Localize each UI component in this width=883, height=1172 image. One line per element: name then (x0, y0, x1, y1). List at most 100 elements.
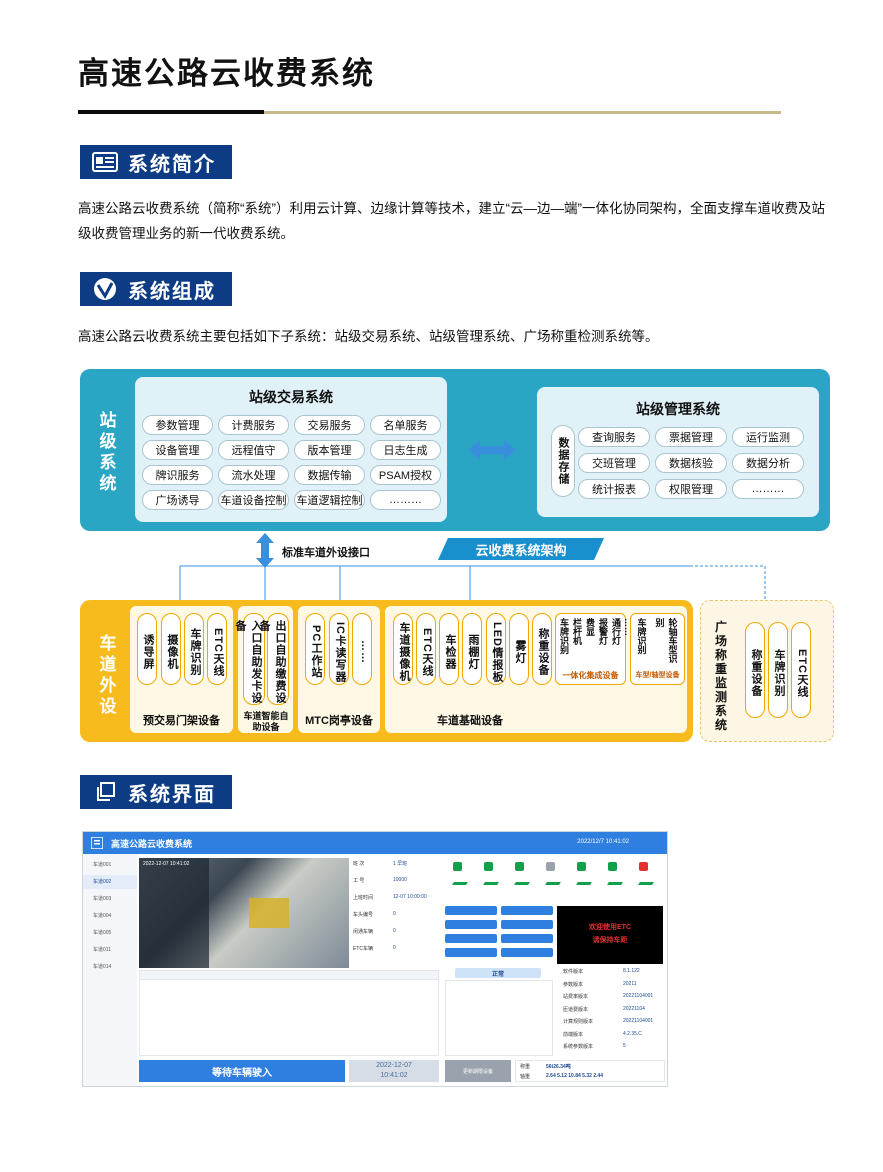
section-heading-ui: 系统界面 (80, 775, 232, 809)
section-heading-text: 系统组成 (128, 280, 216, 303)
control-button[interactable] (501, 920, 553, 929)
sidebar-lane-item[interactable]: 车道005 (93, 930, 112, 936)
version-key: 系统参数版本 (563, 1044, 594, 1050)
control-button[interactable] (445, 906, 497, 915)
trade-item: 车道设备控制 (218, 490, 289, 510)
info-value: 10000 (393, 877, 407, 883)
status-bar-icon (483, 882, 499, 885)
sidebar-lane-item[interactable]: 车道011 (93, 947, 111, 953)
section-heading-intro: 系统简介 (80, 145, 232, 179)
version-value: 5 (623, 1043, 626, 1049)
trade-item: PSAM授权 (370, 465, 441, 485)
trade-item: 牌识服务 (142, 465, 213, 485)
status-icon (577, 862, 586, 871)
info-key: 车头编号 (353, 912, 374, 918)
integrated-device-box: 车牌识别栏杆机费显报警灯通行灯…… 一体化集成设备 (555, 613, 633, 685)
weigh-system-panel (700, 600, 834, 742)
mgmt-item: 统计报表 (578, 479, 650, 499)
section-heading-text: 系统简介 (128, 153, 216, 176)
wait-vehicle-button[interactable]: 等待车辆驶入 (139, 1060, 345, 1082)
control-button[interactable] (501, 948, 553, 957)
lane-device: PC工作站 (305, 613, 325, 685)
control-button[interactable] (501, 934, 553, 943)
bidirectional-arrow-icon (468, 440, 516, 460)
app-title: 高速公路云收费系统 (111, 839, 193, 849)
sidebar-lane-item[interactable]: 车道002 (83, 875, 137, 889)
lane-device: IC卡读写器 (329, 613, 349, 685)
section-heading-text: 系统界面 (128, 783, 216, 806)
control-button[interactable] (501, 906, 553, 915)
weight-info: 称重 56t26.34吨 轴重 2.64 5.12 10.84 5.32 2.4… (515, 1060, 665, 1082)
trade-item: 日志生成 (370, 440, 441, 460)
group-label: MTC岗亭设备 (305, 715, 373, 727)
version-value: 4.2.35.C (623, 1030, 642, 1037)
mgmt-item: 数据分析 (732, 453, 804, 473)
status-bar-icon (514, 882, 530, 885)
weigh-device: ETC天线 (791, 622, 811, 718)
mgmt-item: 查询服务 (578, 427, 650, 447)
status-bar-icon (607, 882, 623, 885)
status-bar-icon (638, 882, 654, 885)
version-key: 站费率版本 (563, 994, 589, 1000)
table-header (140, 971, 438, 980)
std-interface-label: 标准车道外设接口 (282, 547, 370, 559)
control-button[interactable] (445, 934, 497, 943)
lane-device: 车道摄像机 (393, 613, 413, 685)
sidebar-lane-item[interactable]: 车道014 (93, 964, 112, 970)
trade-item: 交易服务 (294, 415, 365, 435)
control-buttons[interactable] (445, 906, 555, 966)
menu-icon (91, 837, 103, 849)
control-button[interactable] (445, 948, 497, 957)
integrated-device-label: 一体化集成设备 (562, 671, 619, 680)
axle-weight-value: 2.64 5.12 10.84 5.32 2.44 (546, 1073, 603, 1079)
device-column: 费显 (585, 618, 595, 636)
mgmt-item: 运行监测 (732, 427, 804, 447)
mgmt-item: 权限管理 (655, 479, 727, 499)
event-log (445, 980, 553, 1056)
device-column: 通行灯 (611, 618, 621, 645)
info-value: 0 (393, 928, 396, 934)
status-icon (453, 862, 462, 871)
axle-device-label: 车型/轴型设备 (635, 672, 680, 679)
video-timestamp: 2022-12-07 10:41:02 (143, 861, 190, 867)
transaction-table (139, 970, 439, 1056)
update-device-button[interactable]: 更新期限设备 (445, 1060, 511, 1082)
logo-icon (92, 278, 118, 300)
trade-item: 车道逻辑控制 (294, 490, 365, 510)
info-value: 1 早班 (393, 861, 408, 867)
device-column: 车牌识别 (636, 618, 647, 654)
status-bar-icon (452, 882, 468, 885)
video-shadow (139, 858, 209, 968)
data-storage-box: 数据存储 (551, 425, 575, 497)
lane-device: …… (352, 613, 372, 685)
mgmt-item: 交班管理 (578, 453, 650, 473)
lane-device: 摄像机 (161, 613, 181, 685)
info-key: 班 次 (353, 861, 365, 867)
integrated-device-columns: 车牌识别栏杆机费显报警灯通行灯…… (556, 614, 633, 666)
group-label: 预交易门架设备 (143, 715, 220, 727)
lane-device: 入口自助发卡设备 (234, 613, 265, 705)
axle-device-box: 车牌识别轮轴车型识别 车型/轴型设备 (630, 613, 685, 685)
sidebar-lane-item[interactable]: 车道004 (93, 913, 112, 919)
lane-device: 车牌识别 (184, 613, 204, 685)
control-button[interactable] (445, 920, 497, 929)
led-line-2: 请保持车距 (592, 937, 628, 944)
info-key: 上班时间 (353, 895, 374, 901)
mgmt-item: ……… (732, 479, 804, 499)
lane-device: 出口自助缴费设备 (258, 613, 289, 705)
weigh-device: 车牌识别 (768, 622, 788, 718)
info-value: 0 (393, 945, 396, 951)
station-system-label: 站级系统 (99, 411, 117, 493)
info-key: 工 号 (353, 878, 365, 884)
lane-peripheral-label: 车道外设 (99, 634, 117, 716)
version-value: 20221104001 (623, 993, 654, 999)
trade-item: 远程值守 (218, 440, 289, 460)
device-column: 栏杆机 (572, 618, 582, 645)
led-line-1: 欢迎使用ETC (589, 924, 631, 931)
sidebar-lane-item[interactable]: 车道001 (93, 862, 112, 868)
trade-system-title: 站级交易系统 (249, 389, 333, 405)
status-icon (639, 862, 648, 871)
status-icon (546, 862, 555, 871)
sidebar-lane-item[interactable]: 车道003 (93, 896, 112, 902)
